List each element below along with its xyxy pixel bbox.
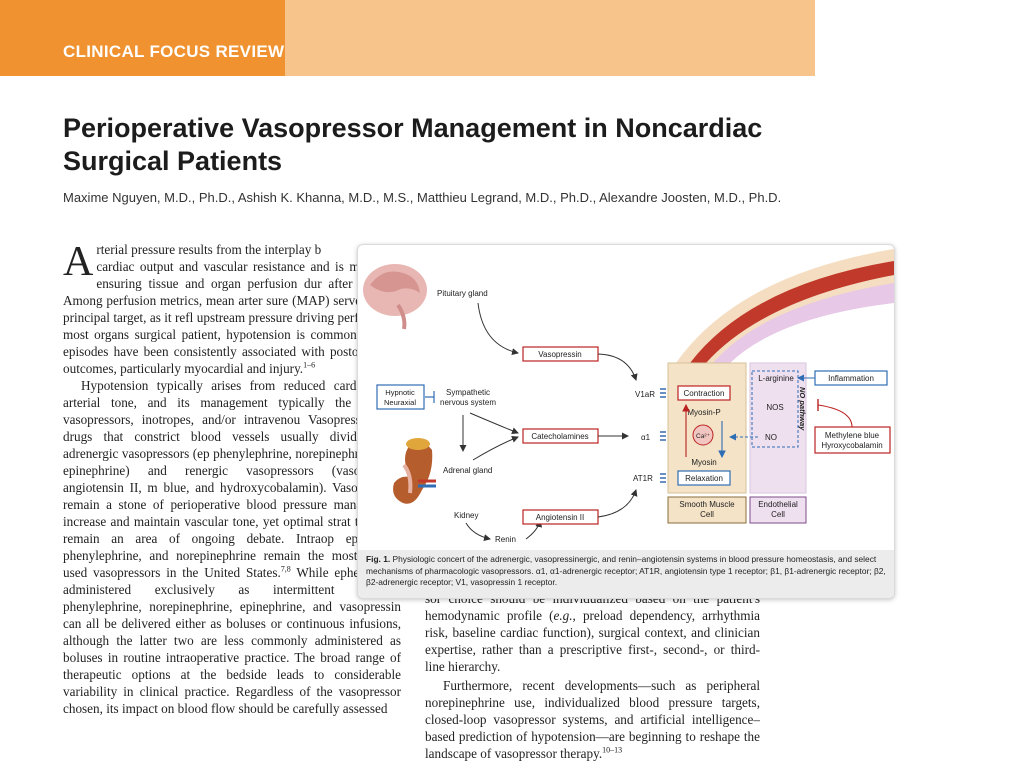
r1-eg: e.g.: [553, 608, 573, 623]
myosin-p-label: Myosin-P: [687, 408, 720, 417]
nos-label: NOS: [766, 403, 783, 412]
endothelial-label-2: Cell: [771, 510, 785, 519]
l-arginine-label: L-arginine: [758, 374, 794, 383]
hypnotic-box: [376, 384, 425, 410]
no-pathway-label: NO pathway: [798, 387, 807, 431]
p1-line-1: rterial pressure results from the interp…: [96, 242, 322, 257]
neuraxial-label: Neuraxial: [384, 398, 416, 407]
endothelial-cell: [749, 362, 807, 494]
paragraph-r1: sor choice should be individualized base…: [425, 590, 760, 675]
banner-right-block: [285, 0, 815, 76]
caption-text: Physiologic concert of the adrenergic, v…: [366, 554, 886, 587]
myosin-label: Myosin: [691, 458, 716, 467]
p1-rest: mental to ensuring tissue and organ perf…: [63, 259, 401, 376]
section-label: CLINICAL FOCUS REVIEW: [63, 42, 285, 61]
methylene-blue-box: [814, 426, 891, 454]
author-list: Maxime Nguyen, M.D., Ph.D., Ashish K. Kh…: [63, 190, 782, 205]
figure-1-diagram: Pituitary gland Adrenal gland Kidney Ren…: [363, 249, 894, 544]
reference-1-6[interactable]: 1–6: [303, 360, 316, 370]
r1-line-2a: hemodynamic profile (: [425, 608, 554, 623]
r1-line-2b: , preload dependency, arrhythmia: [572, 608, 760, 623]
v1ar-label: V1aR: [635, 390, 655, 399]
methylene-blue-label: Methylene blue: [825, 431, 880, 440]
caption-band: [358, 550, 894, 598]
relaxation-box: [677, 470, 731, 486]
endothelial-label-box: [749, 496, 807, 524]
brain-illustration: [363, 264, 427, 330]
r2-text: Furthermore, recent developments—such as…: [425, 678, 760, 761]
alpha1-label: α1: [641, 433, 651, 442]
r1-line-5: line hierarchy.: [425, 659, 501, 674]
figure-1-card[interactable]: Pituitary gland Adrenal gland Kidney Ren…: [357, 244, 895, 599]
angiotensin-label: Angiotensin II: [536, 513, 584, 522]
kidney-illustration: [393, 438, 436, 504]
body-column-right: sor choice should be individualized base…: [425, 590, 760, 780]
contraction-label: Contraction: [684, 389, 725, 398]
receptor-glyphs: [660, 388, 666, 483]
relaxation-label: Relaxation: [685, 474, 723, 483]
sympathetic-label-2: nervous system: [440, 398, 496, 407]
renin-label: Renin: [495, 535, 516, 544]
r1-line-4: expertise, rather than a prescriptive fi…: [425, 642, 760, 657]
figure-label: Fig. 1.: [366, 554, 391, 564]
pituitary-label: Pituitary gland: [437, 289, 488, 298]
no-label: NO: [765, 433, 777, 442]
contraction-box: [677, 385, 731, 401]
endothelial-label-1: Endothelial: [758, 500, 798, 509]
title-line-2: Surgical Patients: [63, 146, 283, 176]
p2-text: Hypotension typically arises from reduce…: [63, 378, 401, 580]
r1-line-3: risk, baseline cardiac function), surgic…: [425, 625, 760, 640]
vasopressin-label: Vasopressin: [538, 350, 581, 359]
p1-line-2: cardiac output and vascular resistance a…: [96, 259, 344, 274]
hypnotic-label: Hypnotic: [385, 388, 415, 397]
smooth-muscle-label-1: Smooth Muscle: [679, 500, 735, 509]
blood-vessel-illustration: [676, 249, 894, 363]
sympathetic-label-1: Sympathetic: [446, 388, 490, 397]
inflammation-label: Inflammation: [828, 374, 874, 383]
calcium-icon: [692, 424, 714, 446]
smooth-muscle-label-2: Cell: [700, 510, 714, 519]
kidney-label: Kidney: [454, 511, 478, 520]
catecholamines-label: Catecholamines: [531, 432, 588, 441]
figure-caption: Fig. 1. Physiologic concert of the adren…: [366, 554, 888, 589]
banner-left-block: [0, 0, 285, 76]
p2-cont: While ephedrine is administered exclusiv…: [63, 565, 401, 716]
journal-banner: CLINICAL FOCUS REVIEW: [0, 0, 815, 76]
paragraph-r2: Furthermore, recent developments—such as…: [425, 677, 760, 762]
calcium-label: Ca²⁺: [696, 433, 710, 440]
reference-10-13[interactable]: 10–13: [602, 745, 623, 755]
smooth-muscle-label-box: [667, 496, 747, 524]
adrenal-label: Adrenal gland: [443, 466, 492, 475]
drop-cap: A: [63, 241, 94, 285]
article-title: Perioperative Vasopressor Management in …: [63, 112, 763, 178]
at1r-label: AT1R: [633, 474, 653, 483]
title-line-1: Perioperative Vasopressor Management in …: [63, 113, 763, 143]
paragraph-2: Hypotension typically arises from reduce…: [63, 377, 401, 717]
reference-7-8[interactable]: 7,8: [280, 564, 291, 574]
hydroxycobalamin-label: Hyroxycobalamin: [821, 441, 882, 450]
